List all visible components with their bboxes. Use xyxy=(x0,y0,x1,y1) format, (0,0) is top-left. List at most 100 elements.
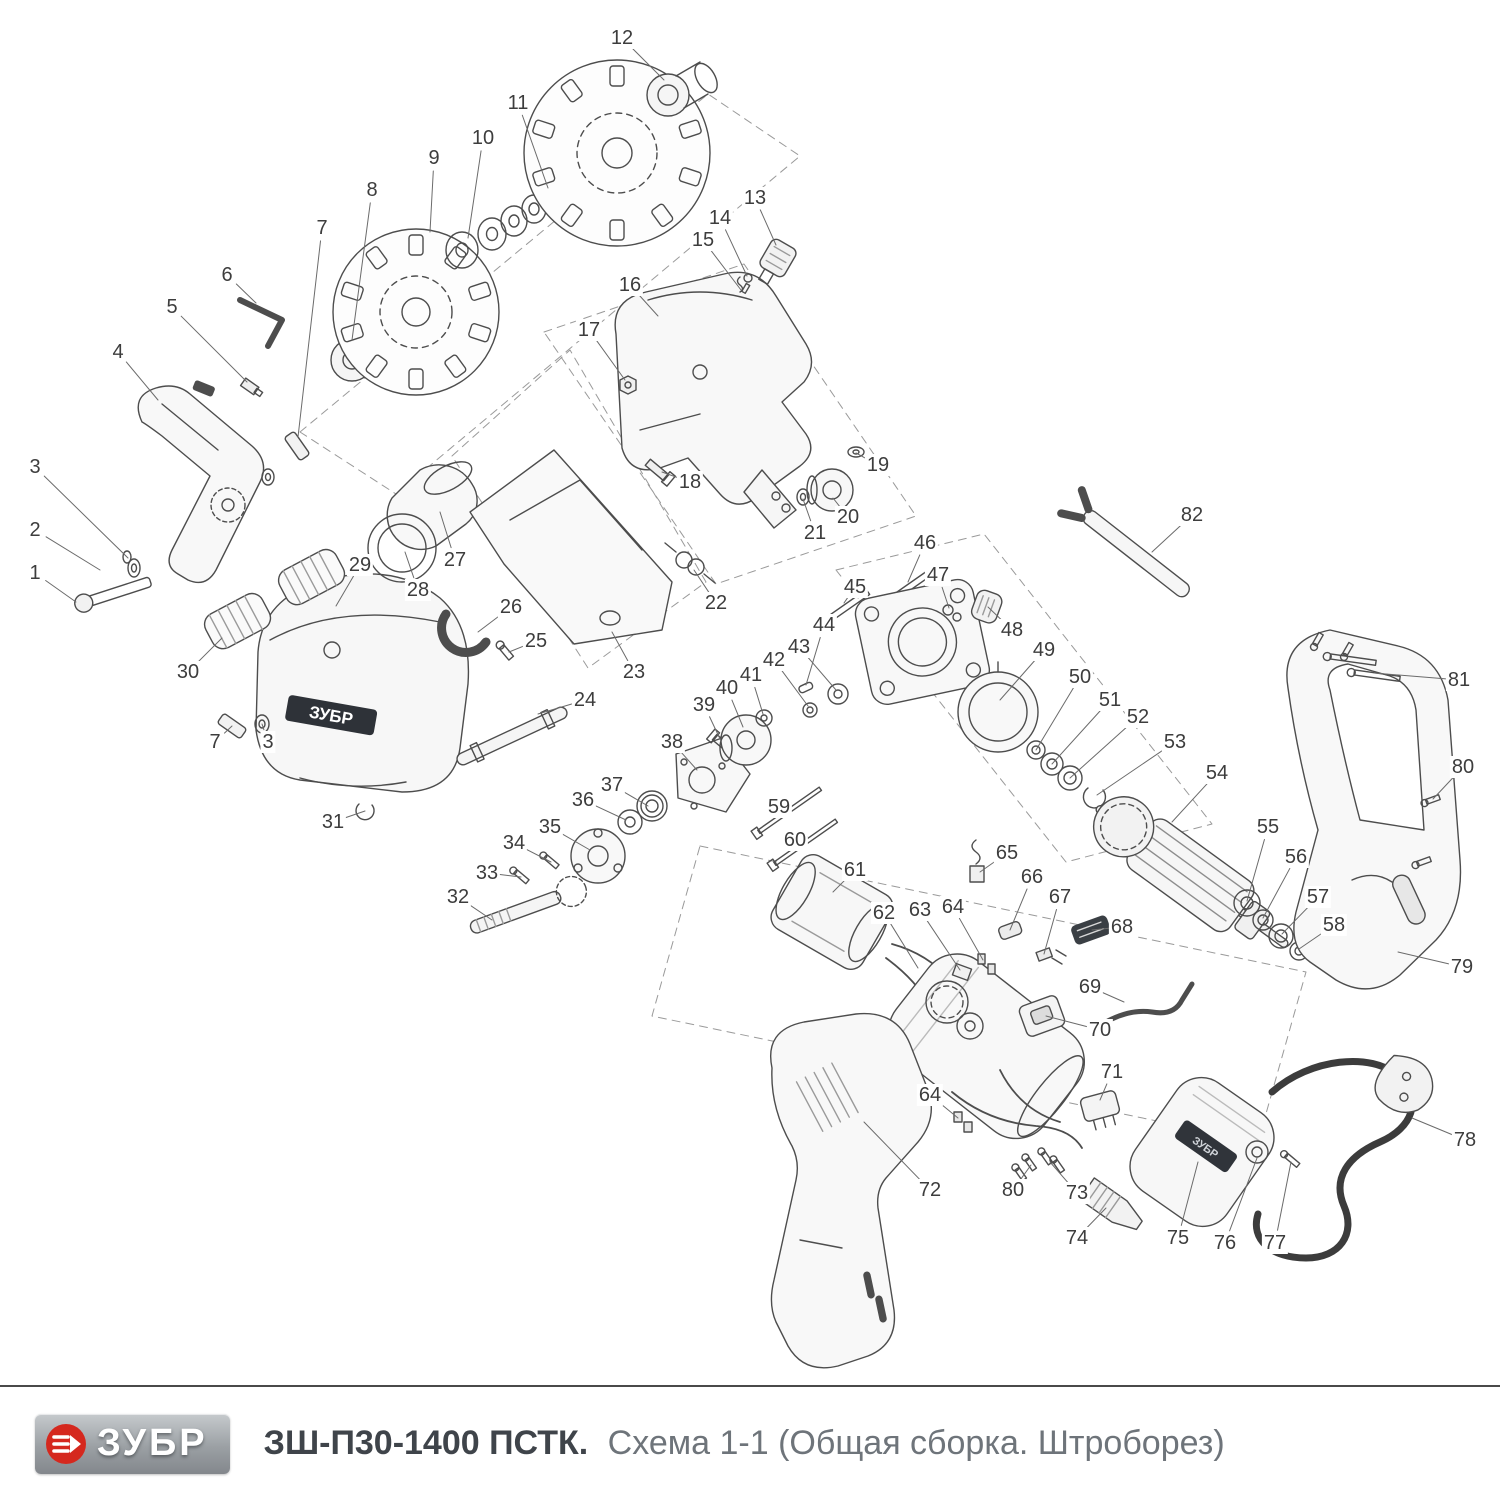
leader-line-35 xyxy=(560,832,591,851)
depth-knob xyxy=(758,238,797,285)
rings-50-53 xyxy=(1026,740,1107,809)
leader-line-58 xyxy=(1298,931,1324,950)
upper-guard xyxy=(614,271,813,529)
cutting-disc-small xyxy=(332,228,500,396)
terminal-block xyxy=(1079,1090,1121,1131)
leader-line-56 xyxy=(1262,867,1291,919)
nut-17 xyxy=(619,375,637,395)
leader-line-12 xyxy=(630,46,665,81)
gear-set xyxy=(925,980,984,1040)
leader-line-45 xyxy=(843,597,849,604)
circlip-31 xyxy=(355,803,375,821)
screws-73 xyxy=(1037,1147,1066,1174)
leader-line-4 xyxy=(125,361,159,401)
leader-line-13 xyxy=(759,209,777,246)
cap-bearing xyxy=(1245,1140,1269,1164)
leader-line-47 xyxy=(941,586,950,609)
leader-line-16 xyxy=(638,294,659,317)
spindle xyxy=(469,875,588,934)
leader-line-81 xyxy=(1373,672,1447,680)
leader-line-44 xyxy=(805,636,821,686)
leader-line-8 xyxy=(351,202,371,341)
leader-line-26 xyxy=(477,614,502,633)
zubr-logo: ЗУБР xyxy=(35,1413,230,1474)
leader-line-24 xyxy=(537,703,574,715)
leader-line-10 xyxy=(467,150,482,239)
screw-77 xyxy=(1279,1150,1301,1169)
exploded-diagram: ЗУБР xyxy=(43,46,1462,1369)
leader-line-78 xyxy=(1411,1117,1454,1136)
screw-33 xyxy=(509,866,530,885)
leader-line-41 xyxy=(754,686,764,715)
power-cable xyxy=(1252,1058,1416,1262)
leader-line-67 xyxy=(1043,909,1057,955)
leader-line-38 xyxy=(680,751,698,771)
small-washers-41-44 xyxy=(755,681,849,727)
leader-line-54 xyxy=(1171,782,1209,823)
leader-line-80 xyxy=(1020,1164,1032,1180)
leader-line-49 xyxy=(999,659,1036,701)
leader-line-37 xyxy=(622,791,649,807)
leader-lines xyxy=(43,46,1455,1232)
bearing-shield xyxy=(957,661,1039,753)
leader-line-7 xyxy=(223,725,233,734)
leader-line-30 xyxy=(196,637,223,664)
leader-line-11 xyxy=(521,114,549,189)
power-plug xyxy=(1374,1054,1434,1114)
leader-line-71 xyxy=(1099,1083,1108,1101)
leader-line-3 xyxy=(261,723,265,731)
leader-line-82 xyxy=(1151,523,1183,553)
leader-line-20 xyxy=(832,497,841,508)
bolt-18 xyxy=(644,458,676,487)
zubr-emblem-icon xyxy=(45,1423,87,1465)
torsion-spring xyxy=(664,542,716,584)
stator xyxy=(770,854,894,970)
leader-line-15 xyxy=(710,249,742,291)
leader-line-55 xyxy=(1246,839,1265,902)
armature xyxy=(1092,796,1289,948)
leader-line-73 xyxy=(1049,1161,1069,1184)
screw-5 xyxy=(239,377,264,398)
motor-cap: ЗУБР xyxy=(1129,1076,1275,1228)
knob-screw-spring xyxy=(736,273,753,295)
leader-line-28 xyxy=(404,551,415,579)
screws-80b xyxy=(1011,1153,1038,1182)
leader-line-68 xyxy=(1091,927,1110,931)
leader-line-46 xyxy=(907,554,921,583)
leader-line-75 xyxy=(1180,1161,1199,1226)
screw-34 xyxy=(539,851,560,870)
leader-line-1 xyxy=(45,580,77,603)
zubr-logo-text: ЗУБР xyxy=(97,1422,208,1464)
leader-line-9 xyxy=(429,170,434,233)
leader-line-74 xyxy=(1085,1207,1107,1230)
pivot-clamp xyxy=(437,609,491,657)
leader-line-34 xyxy=(525,848,552,863)
bearing-37 xyxy=(636,790,668,822)
power-switch xyxy=(1018,995,1066,1037)
leader-line-2 xyxy=(45,536,101,571)
leader-line-51 xyxy=(1051,709,1102,765)
leader-line-5 xyxy=(180,315,248,383)
scheme-title-subtitle: Схема 1-1 (Общая сборка. Штроборез) xyxy=(607,1424,1225,1462)
gearbox-housing xyxy=(854,578,991,705)
screw-59 xyxy=(750,786,823,841)
guide-shaft xyxy=(456,706,568,766)
roller-set xyxy=(796,446,865,512)
front-roller-bolt xyxy=(74,550,152,613)
knob-48 xyxy=(970,589,1003,624)
guide-roller-b xyxy=(277,548,346,606)
leader-line-61 xyxy=(832,878,847,893)
leader-line-63 xyxy=(926,920,961,971)
leader-line-43 xyxy=(806,656,837,691)
leader-line-77 xyxy=(1277,1161,1292,1231)
leader-line-33 xyxy=(499,874,522,878)
leader-line-31 xyxy=(344,810,366,819)
rear-handle-left xyxy=(770,1012,932,1369)
spanner-wrench xyxy=(1057,486,1190,598)
switch-lever xyxy=(1093,981,1195,1031)
leader-line-76 xyxy=(1229,1157,1258,1232)
leader-line-14 xyxy=(724,229,748,277)
leader-line-62 xyxy=(890,923,919,969)
clutch-disc xyxy=(719,714,772,766)
